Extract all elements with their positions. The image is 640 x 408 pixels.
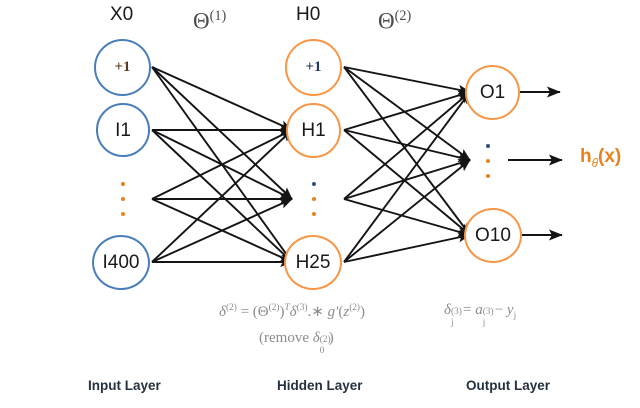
delta2-lhs-superscript: (2) xyxy=(225,303,237,313)
node-hidden-h1[interactable]: H1 xyxy=(286,103,341,158)
ellipsis-dot xyxy=(312,182,316,186)
edges-input-to-hidden xyxy=(151,66,293,267)
delta3-lhs-subscript: j xyxy=(450,317,454,328)
delta2-delta3-symbol: δ xyxy=(289,304,297,320)
node-input-i1-label: I1 xyxy=(115,119,131,141)
delta2-equals: = xyxy=(240,304,250,320)
hidden-ellipsis xyxy=(311,182,317,216)
theta-2-superscript: (2) xyxy=(394,8,412,24)
output-ellipsis xyxy=(485,144,491,178)
ellipsis-dot xyxy=(121,212,125,216)
ellipsis-dot xyxy=(486,144,490,148)
bottom-label-hidden-layer: Hidden Layer xyxy=(277,378,363,393)
delta3-lhs-superscript: (3) xyxy=(450,307,462,318)
bottom-label-output-layer: Output Layer xyxy=(466,378,551,393)
node-output-o1-label: O1 xyxy=(479,82,506,103)
node-input-bias-label: +1 xyxy=(114,59,131,75)
remove-note-close: ) xyxy=(328,330,334,346)
delta2-theta-symbol: Θ xyxy=(257,304,269,320)
ellipsis-dot xyxy=(121,197,125,201)
node-output-o1[interactable]: O1 xyxy=(465,65,520,120)
theta-1-label: Θ(1) xyxy=(193,8,226,35)
node-input-i1[interactable]: I1 xyxy=(96,103,150,157)
remove-note-subscript: 0 xyxy=(319,345,325,356)
bottom-label-input-layer: Input Layer xyxy=(88,378,161,393)
delta3-minus: − xyxy=(494,302,504,318)
remove-note-superscript: (2) xyxy=(319,335,331,346)
hidden-group-label: H0 xyxy=(296,4,321,25)
hypothesis-base: h xyxy=(580,146,592,167)
hypothesis-output-label: hθ(x) xyxy=(580,146,621,170)
input-ellipsis xyxy=(120,182,126,216)
delta2-z-symbol: z xyxy=(343,304,350,320)
node-hidden-h1-label: H1 xyxy=(301,120,326,141)
delta2-transpose: T xyxy=(284,303,290,313)
node-input-bias[interactable]: +1 xyxy=(94,39,151,96)
formula-delta-3: δ(3)j= a(3)j− yj xyxy=(444,302,517,328)
ellipsis-dot xyxy=(486,159,490,163)
delta3-lhs-symbol: δ xyxy=(444,302,451,318)
ellipsis-dot xyxy=(312,197,316,201)
remove-note-open: (remove xyxy=(259,330,309,346)
theta-1-superscript: (1) xyxy=(209,8,227,24)
theta-2-symbol: Θ xyxy=(378,8,395,34)
delta2-g-prime: g′ xyxy=(327,304,339,320)
formula-delta-2: δ(2) = (Θ(2))Tδ(3).∗ g′(z(2)) xyxy=(219,303,366,320)
edges-output-arrows xyxy=(508,86,563,241)
ellipsis-dot xyxy=(312,212,316,216)
delta2-theta-superscript: (2) xyxy=(268,303,280,313)
node-input-i400[interactable]: I400 xyxy=(92,235,150,290)
delta2-lhs-symbol: δ xyxy=(219,304,226,320)
hypothesis-argument: (x) xyxy=(598,146,622,167)
node-output-o10[interactable]: O10 xyxy=(464,208,522,263)
delta3-a-symbol: a xyxy=(475,302,483,318)
delta2-delta3-superscript: (3) xyxy=(296,303,308,313)
input-group-label: X0 xyxy=(110,4,134,25)
delta2-z-superscript: (2) xyxy=(349,303,361,313)
delta3-a-subscript: j xyxy=(482,317,486,328)
theta-1-symbol: Θ xyxy=(193,8,210,34)
delta3-y-symbol: y xyxy=(506,302,514,318)
node-input-i400-label: I400 xyxy=(102,252,140,273)
node-hidden-bias-label: +1 xyxy=(305,59,322,75)
delta2-elementwise-op: .∗ xyxy=(307,304,324,320)
edges-hidden-to-output xyxy=(343,66,471,263)
formula-remove-note: (remove δ(2)0) xyxy=(259,330,334,356)
node-hidden-h25[interactable]: H25 xyxy=(284,235,342,290)
ellipsis-dot xyxy=(121,182,125,186)
node-hidden-bias[interactable]: +1 xyxy=(285,39,342,96)
delta3-equals: = xyxy=(462,302,472,318)
remove-note-symbol: δ xyxy=(312,330,320,346)
hypothesis-subscript: θ xyxy=(591,156,598,170)
node-output-o10-label: O10 xyxy=(475,225,511,246)
node-hidden-h25-label: H25 xyxy=(295,252,331,273)
delta3-a-superscript: (3) xyxy=(482,307,494,318)
theta-2-label: Θ(2) xyxy=(378,8,411,35)
delta3-y-subscript: j xyxy=(513,311,517,321)
ellipsis-dot xyxy=(486,174,490,178)
